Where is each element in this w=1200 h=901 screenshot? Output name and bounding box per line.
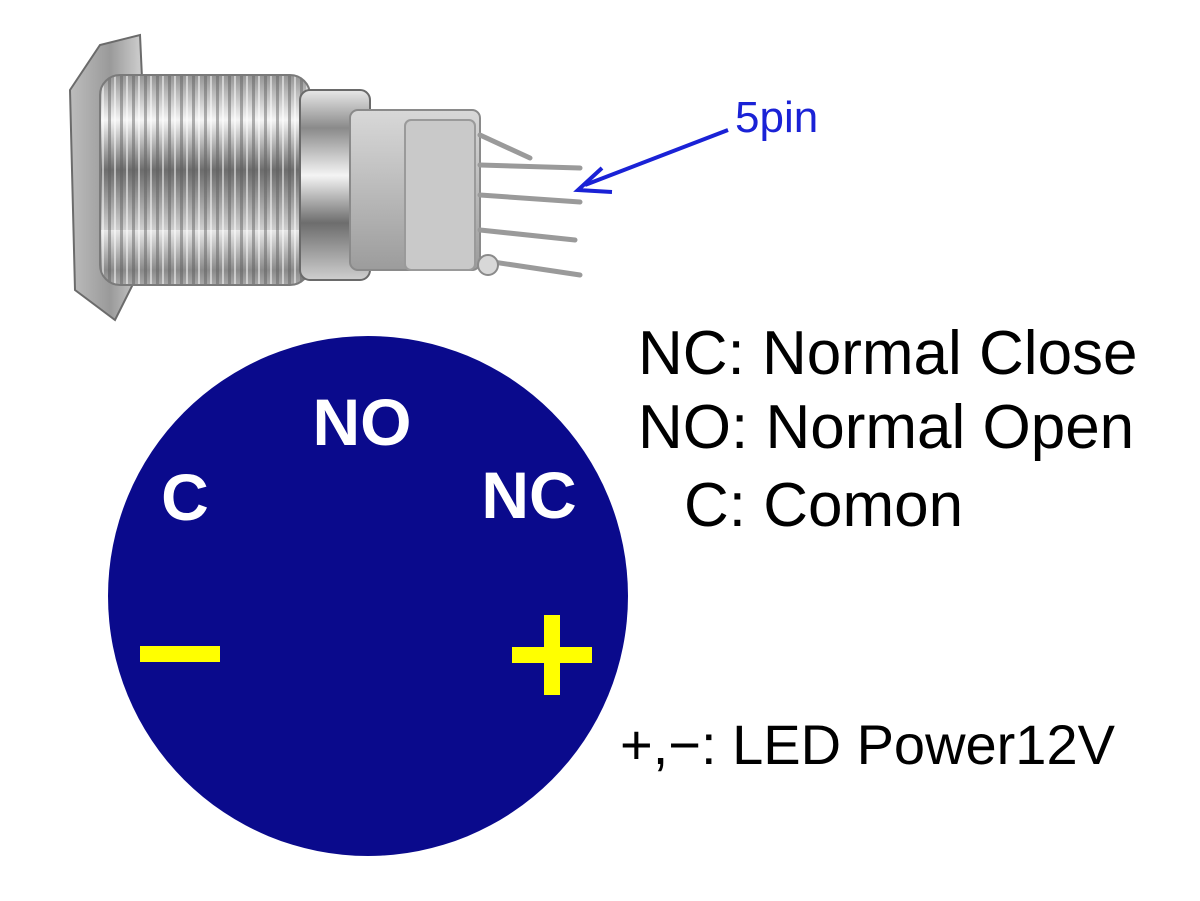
terminal-nc-label: NC (481, 458, 576, 532)
switch-face (108, 336, 628, 856)
led-plus-mark-v (544, 615, 560, 695)
legend-led-power: +,−: LED Power12V (620, 713, 1115, 776)
legend-c: C: Comon (684, 471, 964, 540)
terminal-pins (477, 132, 583, 278)
terminal-no-label: NO (313, 385, 412, 459)
threaded-barrel (99, 74, 311, 286)
pin-count-label: 5pin (735, 93, 819, 142)
led-minus-mark: − (140, 646, 220, 662)
pinout-diagram: NO C NC − + (108, 336, 628, 856)
switch-photo (68, 33, 583, 322)
switch-base (404, 119, 476, 271)
legend-no: NO: Normal Open (638, 393, 1135, 462)
terminal-c-label: C (161, 460, 209, 534)
legend-nc: NC: Normal Close (638, 319, 1138, 388)
